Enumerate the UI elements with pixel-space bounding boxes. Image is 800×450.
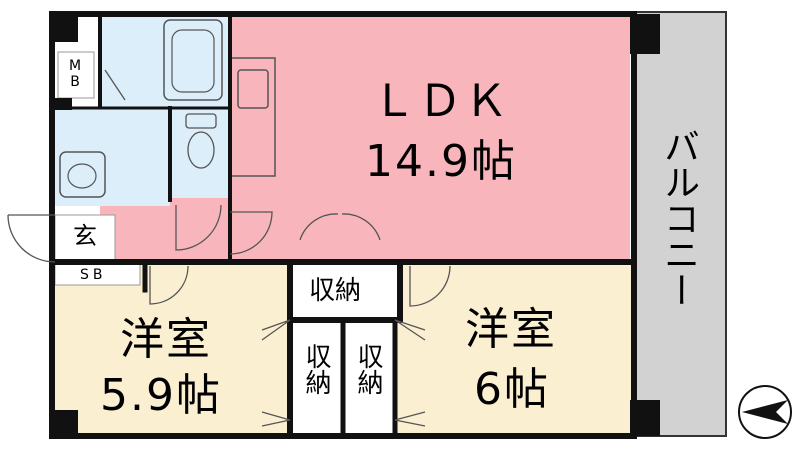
entrance-label: 玄 xyxy=(73,222,97,250)
western-left-size: 5.9帖 xyxy=(100,370,222,421)
western-left-area xyxy=(55,262,290,434)
toilet-area xyxy=(170,108,230,198)
washroom-area xyxy=(55,108,170,206)
balcony-label: バルコニー xyxy=(658,128,699,308)
storage-top-area xyxy=(290,262,400,320)
toilet-icon xyxy=(185,113,217,169)
western-right-size: 6帖 xyxy=(474,364,550,415)
wall-posts xyxy=(52,14,660,436)
storage-mid-right-label: 収納 xyxy=(353,343,383,395)
folding-door-markers xyxy=(261,319,426,427)
north-arrow-icon xyxy=(738,385,792,439)
balcony-area xyxy=(632,11,727,437)
storage-mid-left-label: 収納 xyxy=(301,343,331,395)
mb-area xyxy=(57,51,95,99)
western-right-name: 洋室 xyxy=(465,304,557,355)
shoebox-label: SB xyxy=(80,267,107,283)
western-right-area xyxy=(395,262,633,434)
western-left-name: 洋室 xyxy=(120,314,212,365)
door-swings xyxy=(7,69,451,307)
storage-top-label: 収納 xyxy=(309,276,362,306)
ldk-name: ＬＤＫ xyxy=(372,76,510,127)
ldk-size: 14.9帖 xyxy=(365,136,517,187)
entrance-area xyxy=(54,214,116,264)
walls xyxy=(49,11,637,439)
basin-icon xyxy=(59,151,106,198)
bathtub-icon xyxy=(163,19,223,101)
mb-label: MB xyxy=(67,58,83,90)
